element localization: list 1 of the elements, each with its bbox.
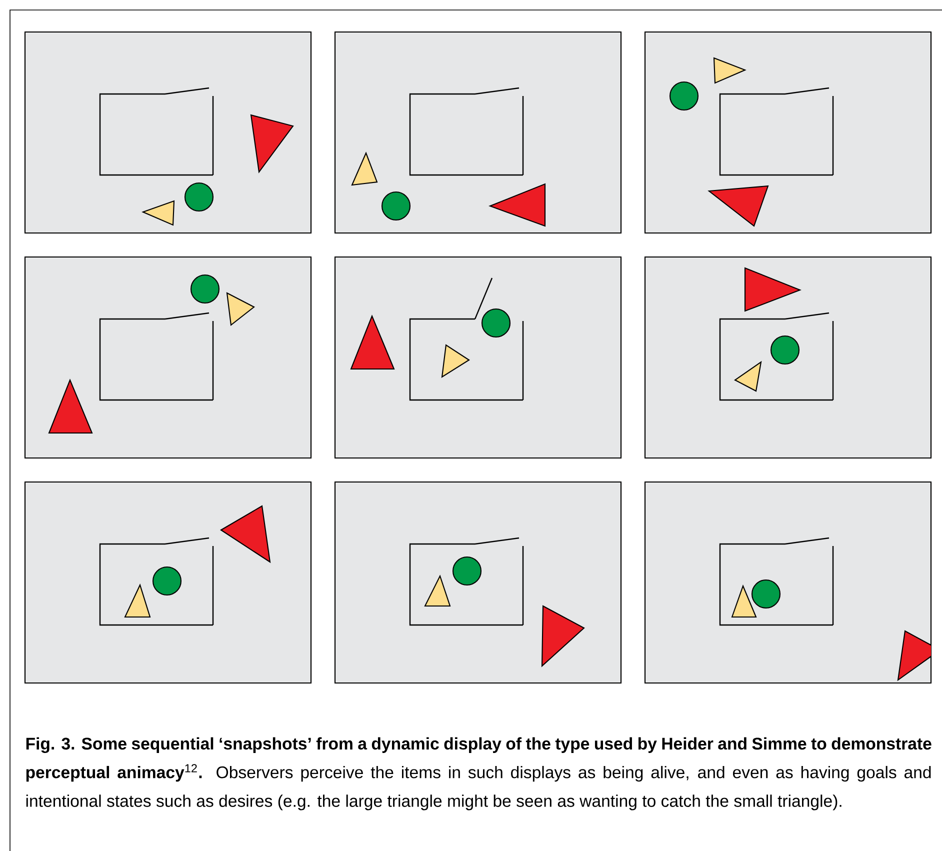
- figure-caption: Fig. 3. Some sequential ‘snapshots’ from a dynamic display of the type used by Heider and Simme to demonstrate perceptual animacy$^{12}$. Observers perceive the items in such displays as being alive, and even as having goals and intentional states such as desires (e.g. the large triangle might be seen as wanting to catch the small triangle).: [26, 737, 932, 810]
